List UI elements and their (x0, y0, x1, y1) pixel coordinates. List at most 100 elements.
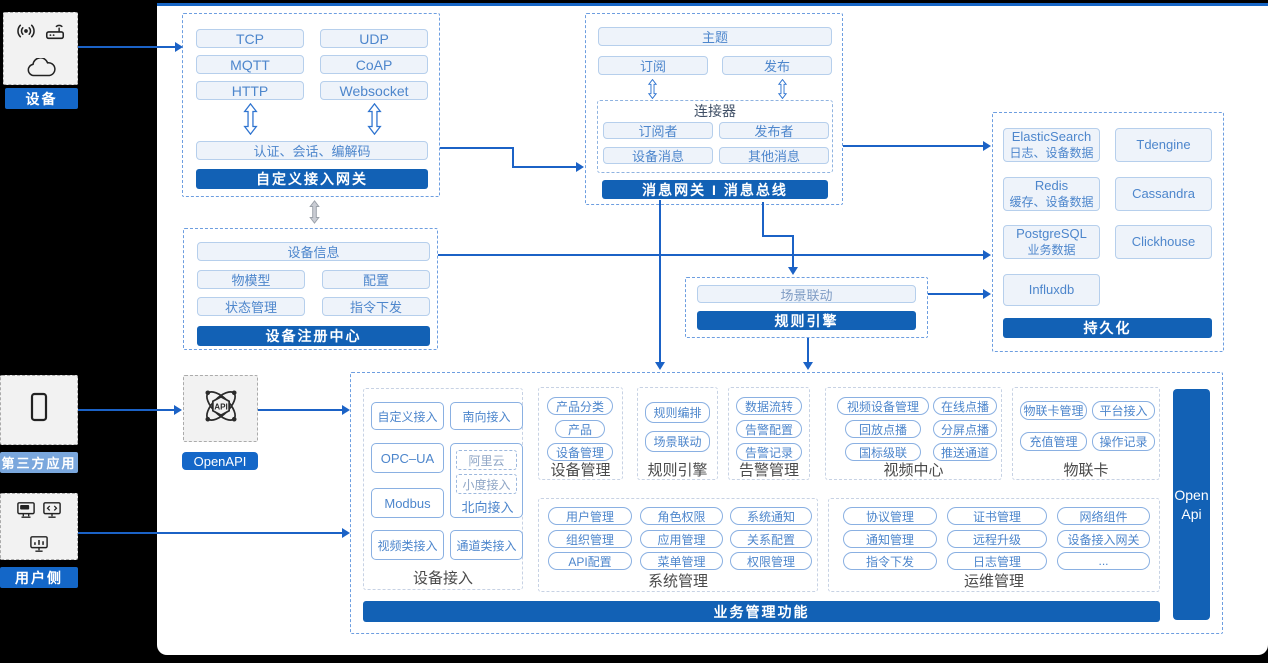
iot-card-section (1012, 387, 1160, 480)
feature-pill: 平台接入 (1092, 401, 1155, 420)
system-section (538, 498, 818, 592)
subscribe-chip: 订阅 (598, 56, 708, 75)
connector-line (792, 235, 794, 268)
north-sub-pill: 阿里云 (456, 450, 517, 470)
feature-pill: 通道类接入 (450, 530, 523, 560)
connector-line (78, 409, 176, 411)
connector-line (78, 46, 177, 48)
feature-pill: 通知管理 (843, 530, 937, 548)
section-label: 运维管理 (963, 572, 1024, 590)
message-bus-box (585, 13, 843, 205)
device-source-box (3, 12, 78, 85)
feature-pill: 设备管理 (547, 443, 613, 461)
app-monitor-icon (16, 501, 36, 524)
store-name: Clickhouse (1131, 233, 1196, 249)
connector-line (512, 166, 578, 168)
double-arrow-icon (646, 78, 659, 104)
message-bus-title-bar: 消息网关 I 消息总线 (602, 180, 828, 199)
gray-double-arrow-icon (309, 197, 320, 232)
feature-pill: 设备接入网关 (1057, 530, 1150, 548)
feature-pill: 规则编排 (645, 402, 710, 423)
registry-box (183, 228, 438, 350)
custom-gateway-box (182, 13, 440, 197)
protocol-chip: MQTT (196, 55, 304, 74)
north-access-group: 阿里云 小度接入 北向接入 (450, 443, 523, 518)
section-label: 告警管理 (738, 462, 799, 479)
north-sub-pill: 小度接入 (456, 474, 517, 494)
connector-chip: 订阅者 (603, 122, 713, 139)
feature-pill: 应用管理 (640, 530, 723, 548)
arrowhead (788, 267, 798, 275)
auth-session-codec-chip: 认证、会话、编解码 (196, 141, 428, 160)
connector-line (928, 293, 985, 295)
store-name: PostgreSQL (1016, 226, 1087, 242)
feature-pill: 物联卡管理 (1020, 401, 1087, 420)
ops-section (828, 498, 1160, 592)
cloud-icon (8, 57, 73, 78)
feature-pill: 网络组件 (1057, 507, 1150, 525)
feature-pill: 关系配置 (730, 530, 812, 548)
openapi-label: OpenAPI (182, 452, 258, 470)
section-label: 设备接入 (412, 569, 473, 587)
arrowhead (983, 289, 991, 299)
rule-section (637, 387, 718, 480)
alarm-section (728, 387, 810, 480)
feature-pill: 用户管理 (548, 507, 632, 525)
double-arrow-icon (243, 102, 258, 140)
store-desc: 缓存、设备数据 (1009, 194, 1094, 209)
feature-pill: 日志管理 (947, 552, 1047, 570)
feature-pill: 产品 (555, 420, 605, 438)
feature-pill: 角色权限 (640, 507, 723, 525)
open-api-vertical-bar: Open Api (1173, 389, 1210, 620)
openapi-box: API (183, 375, 258, 442)
connector-line (807, 338, 809, 363)
arrowhead (576, 162, 584, 172)
feature-pill: 回放点播 (845, 420, 921, 438)
feature-pill: 视频设备管理 (837, 397, 929, 415)
user-side-source-label: 用户侧 (0, 567, 78, 588)
feature-pill: 分屏点播 (933, 420, 997, 438)
protocol-chip: UDP (320, 29, 428, 48)
feature-pill: 告警配置 (736, 420, 802, 438)
connector-line (512, 147, 514, 168)
north-access-label: 北向接入 (461, 500, 514, 515)
persistence-box (992, 112, 1224, 352)
store-name: ElasticSearch (1011, 129, 1092, 145)
phone-icon (29, 392, 49, 429)
arrowhead (655, 362, 665, 370)
code-monitor-icon (42, 501, 62, 524)
feature-pill: 组织管理 (548, 530, 632, 548)
rule-engine-box (685, 277, 928, 338)
third-party-source-label: 第三方应用 (0, 452, 78, 473)
feature-pill: 操作记录 (1092, 432, 1155, 451)
section-label: 设备管理 (550, 462, 611, 479)
feature-pill: 告警记录 (736, 443, 802, 461)
feature-pill: Modbus (371, 488, 444, 518)
connector-line (438, 254, 985, 256)
double-arrow-icon (776, 78, 789, 104)
feature-pill: 推送通道 (933, 443, 997, 461)
feature-pill: 视频类接入 (371, 530, 444, 560)
double-arrow-icon (367, 102, 382, 140)
arrowhead (803, 362, 813, 370)
arrowhead (342, 405, 350, 415)
store-name: Tdengine (1136, 136, 1191, 152)
arrowhead (983, 141, 991, 151)
connector-line (440, 147, 514, 149)
store-name: Redis (1034, 178, 1069, 194)
feature-pill: 自定义接入 (371, 402, 444, 430)
connector-title: 连接器 (694, 103, 736, 119)
registry-chip: 配置 (322, 270, 430, 289)
router-icon (43, 20, 67, 47)
chart-monitor-icon (5, 535, 73, 553)
section-label: 物联卡 (1063, 462, 1109, 479)
feature-pill: 在线点播 (933, 397, 997, 415)
registry-chip: 指令下发 (322, 297, 430, 316)
store-chip: Tdengine (1115, 128, 1212, 162)
protocol-chip: HTTP (196, 81, 304, 100)
feature-pill: 南向接入 (450, 402, 523, 430)
feature-pill: 充值管理 (1020, 432, 1087, 451)
feature-pill: 远程升级 (947, 530, 1047, 548)
feature-pill: ... (1057, 552, 1150, 570)
connector-line (659, 200, 661, 363)
